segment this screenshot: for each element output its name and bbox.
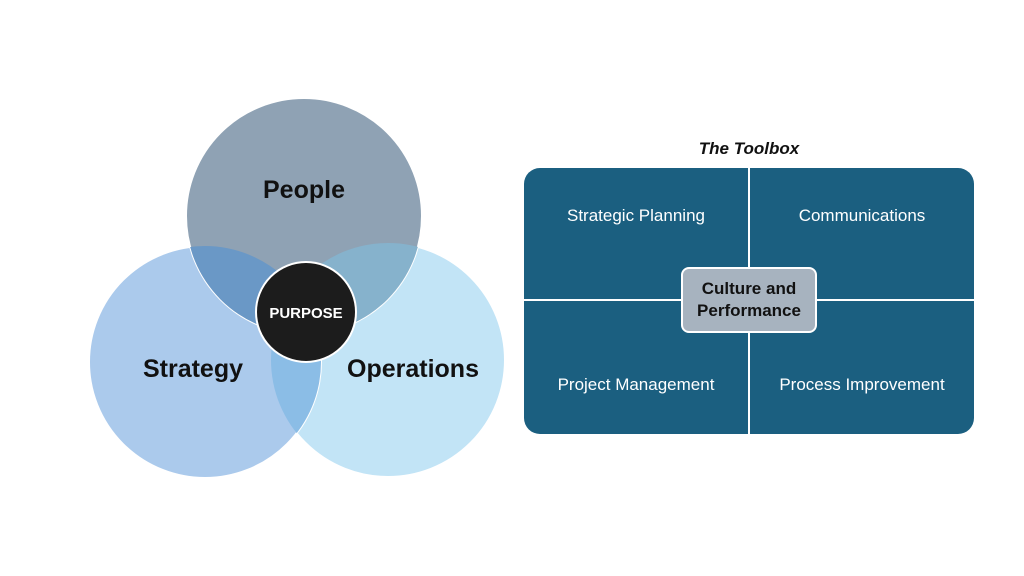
- quadrant-project-management: Project Management: [557, 375, 715, 394]
- quadrant-process-improvement: Process Improvement: [779, 375, 945, 394]
- culture-line: Culture and: [701, 279, 797, 298]
- operations-label: Operations: [347, 355, 479, 383]
- strategy-label: Strategy: [143, 355, 243, 383]
- purpose-circle: [255, 261, 357, 363]
- toolbox-panel: Strategic Planning Communications Projec…: [524, 168, 974, 434]
- quadrant-strategic-planning: Strategic Planning: [567, 206, 705, 225]
- people-label: People: [263, 176, 345, 204]
- quadrant-communications: Communications: [798, 206, 926, 225]
- venn-diagram: People Strategy Operations PURPOSE: [88, 97, 506, 479]
- purpose-label: PURPOSE: [269, 305, 342, 322]
- toolbox-title: The Toolbox: [698, 139, 800, 158]
- performance-line: Performance: [697, 301, 801, 320]
- culture-performance-box: Culture and Performance: [681, 267, 817, 333]
